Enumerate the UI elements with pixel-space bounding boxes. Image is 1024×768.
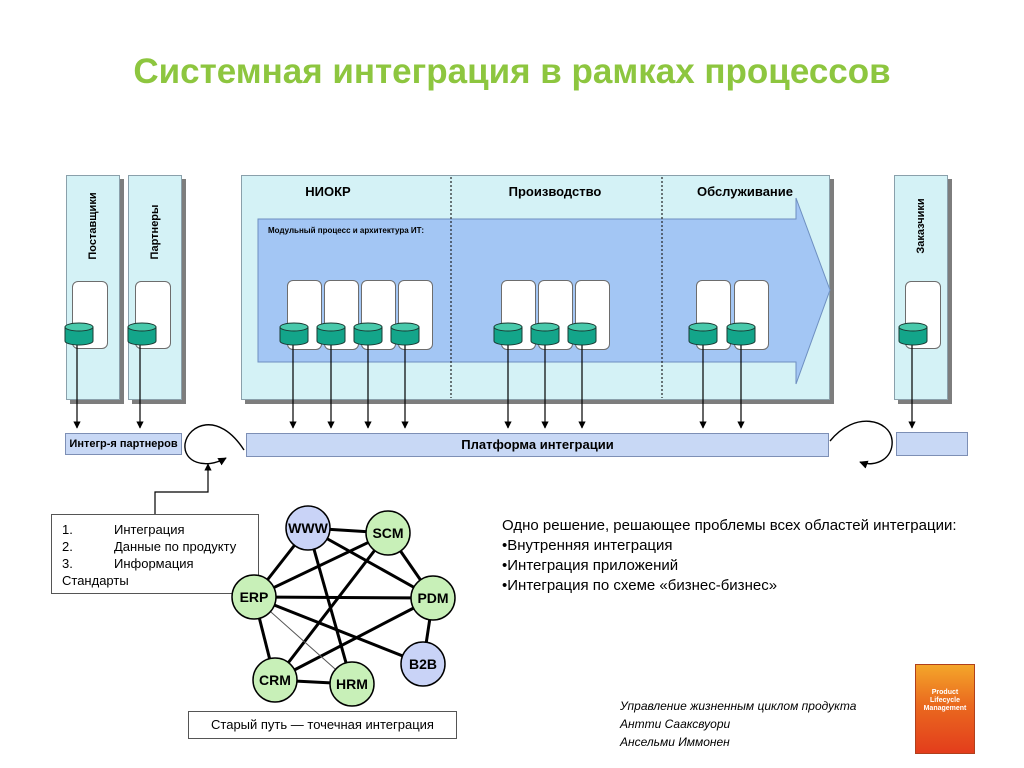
phase-header-production: Производство <box>508 184 602 199</box>
network-node-label: CRM <box>259 672 291 688</box>
network-node-label: SCM <box>372 525 403 541</box>
list-item-text: Информация <box>114 556 194 571</box>
list-pointer-arrow <box>154 463 212 514</box>
solution-bullet: •Внутренняя интеграция <box>502 537 673 554</box>
network-node-label: HRM <box>336 676 368 692</box>
network-node-label: WWW <box>288 520 328 536</box>
list-extra-text: Стандарты <box>62 573 129 588</box>
network-node-label: B2B <box>409 656 437 672</box>
book-title: Управление жизненным циклом продукта <box>620 699 857 713</box>
partner-integration-bar: Интегр-я партнеров <box>65 433 182 455</box>
network-link <box>274 596 434 682</box>
list-extra: Стандарты <box>52 572 258 589</box>
solution-intro: Одно решение, решающее проблемы всех обл… <box>502 517 957 534</box>
integration-list-box: 1. Интеграция 2. Данные по продукту 3. И… <box>51 514 259 594</box>
list-item-number: 3. <box>62 556 73 571</box>
book-reference: Управление жизненным циклом продукта Ант… <box>620 697 910 751</box>
network-node-label: ERP <box>240 589 269 605</box>
phase-header-service: Обслуживание <box>696 184 793 199</box>
network-node-www <box>285 505 331 551</box>
list-item-text: Данные по продукту <box>114 539 237 554</box>
integration-platform-bar: Платформа интеграции <box>246 433 829 457</box>
book-cover-image: Product Lifecycle Management <box>915 664 975 754</box>
network-node-erp <box>231 574 277 620</box>
phase-header-rnd: НИОКР <box>305 184 351 199</box>
list-item: 1. Интеграция <box>52 521 258 538</box>
network-link <box>253 531 389 599</box>
network-link <box>307 526 434 600</box>
book-cover-title: Product Lifecycle Management <box>923 689 967 712</box>
network-node-label: PDM <box>417 590 448 606</box>
old-way-box: Старый путь — точечная интеграция <box>188 711 457 739</box>
solution-bullet: •Интеграция по схеме «бизнес-бизнес» <box>502 577 778 594</box>
customer-integration-bar <box>896 432 968 456</box>
solution-text: Одно решение, решающее проблемы всех обл… <box>502 516 982 596</box>
book-author: Ансельми Иммонен <box>620 735 730 749</box>
network-link <box>253 595 424 666</box>
network-node-hrm <box>329 661 375 707</box>
page-title: Системная интеграция в рамках процессов <box>133 52 891 91</box>
list-item-text: Интеграция <box>114 522 185 537</box>
network-node-crm <box>252 657 298 703</box>
network-link <box>273 532 390 681</box>
solution-bullet: •Интеграция приложений <box>502 557 679 574</box>
list-item-number: 1. <box>62 522 73 537</box>
arrow-label: Модульный процесс и архитектура ИТ: <box>268 226 425 235</box>
book-author: Антти Сааксвуори <box>620 717 731 731</box>
list-item: 3. Информация <box>52 555 258 572</box>
network-node-b2b <box>400 641 446 687</box>
network-link <box>253 595 434 600</box>
network-node-pdm <box>410 575 456 621</box>
loop-arrow-right <box>829 420 893 469</box>
list-item-number: 2. <box>62 539 73 554</box>
network-node-scm <box>365 510 411 556</box>
list-item: 2. Данные по продукту <box>52 538 258 555</box>
